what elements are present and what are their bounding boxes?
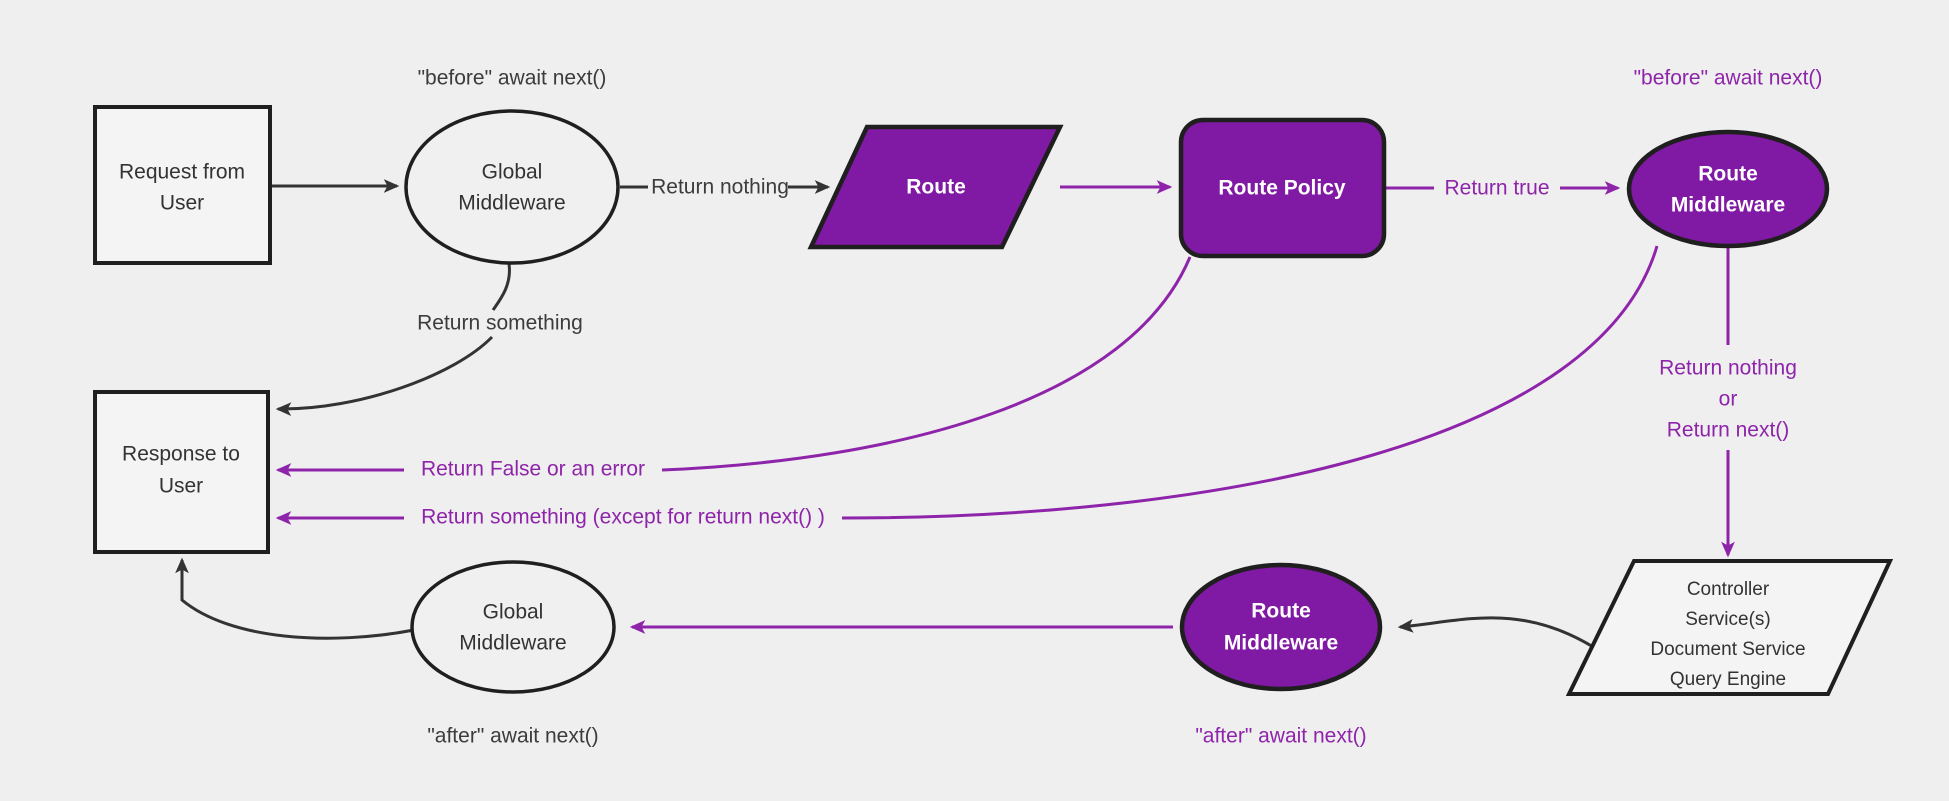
node-request-from-user[interactable] <box>93 105 272 265</box>
node-route[interactable] <box>807 124 1064 250</box>
node-global-middleware-bottom-line2: Middleware <box>459 632 566 655</box>
node-controller-line4: Query Engine <box>1670 669 1786 690</box>
edge-label-return-nothing-or-next-line2: or <box>1719 388 1738 411</box>
node-global-middleware-top[interactable] <box>404 109 620 265</box>
node-route-middleware-top-line2: Middleware <box>1671 194 1785 217</box>
edge-label-return-nothing: Return nothing <box>651 176 789 199</box>
node-response-to-user[interactable] <box>93 390 270 554</box>
node-route-middleware-bottom-line1: Route <box>1251 600 1311 623</box>
node-response-label-line2: User <box>159 475 203 498</box>
edge-global-middleware-bottom-to-response <box>175 557 415 640</box>
node-response-label-line1: Response to <box>122 443 240 466</box>
edge-label-return-false-or-error: Return False or an error <box>421 458 645 481</box>
annotation-after-await-next-dark: "after" await next() <box>427 725 598 748</box>
node-global-middleware-top-line2: Middleware <box>458 192 565 215</box>
edge-controller-to-route-middleware-bottom <box>1397 616 1599 652</box>
edge-label-return-something-except: Return something (except for return next… <box>421 506 825 529</box>
annotation-before-await-next-dark: "before" await next() <box>418 67 607 90</box>
node-request-label-line1: Request from <box>119 161 245 184</box>
edge-label-return-true: Return true <box>1444 177 1549 200</box>
edge-route-policy-return-false-curve <box>661 256 1192 472</box>
node-route-policy[interactable] <box>1178 117 1387 259</box>
node-global-middleware-top-line1: Global <box>482 161 543 184</box>
node-request-label-line2: User <box>160 192 204 215</box>
node-route-middleware-bottom[interactable] <box>1179 562 1383 692</box>
edge-route-middleware-return-something-curve <box>841 245 1659 520</box>
node-route-policy-label: Route Policy <box>1218 177 1346 200</box>
annotation-before-await-next-purple: "before" await next() <box>1634 67 1823 90</box>
node-controller-services[interactable] <box>1565 559 1894 696</box>
edge-label-return-nothing-or-next-line1: Return nothing <box>1659 357 1797 380</box>
annotation-after-await-next-purple: "after" await next() <box>1195 725 1366 748</box>
edge-label-return-nothing-or-next-line3: Return next() <box>1667 419 1790 442</box>
node-controller-line3: Document Service <box>1650 639 1805 660</box>
edge-label-return-something: Return something <box>417 312 583 335</box>
node-route-middleware-bottom-line2: Middleware <box>1224 632 1338 655</box>
node-global-middleware-bottom[interactable] <box>410 560 616 694</box>
node-controller-line2: Service(s) <box>1685 609 1771 630</box>
node-controller-line1: Controller <box>1687 579 1770 600</box>
node-global-middleware-bottom-line1: Global <box>483 601 544 624</box>
node-route-middleware-top[interactable] <box>1626 129 1830 249</box>
edge-global-middleware-return-something-upper <box>491 263 511 311</box>
node-route-middleware-top-line1: Route <box>1698 163 1758 186</box>
node-route-label: Route <box>906 176 966 199</box>
edge-global-middleware-return-something-lower <box>275 335 494 417</box>
